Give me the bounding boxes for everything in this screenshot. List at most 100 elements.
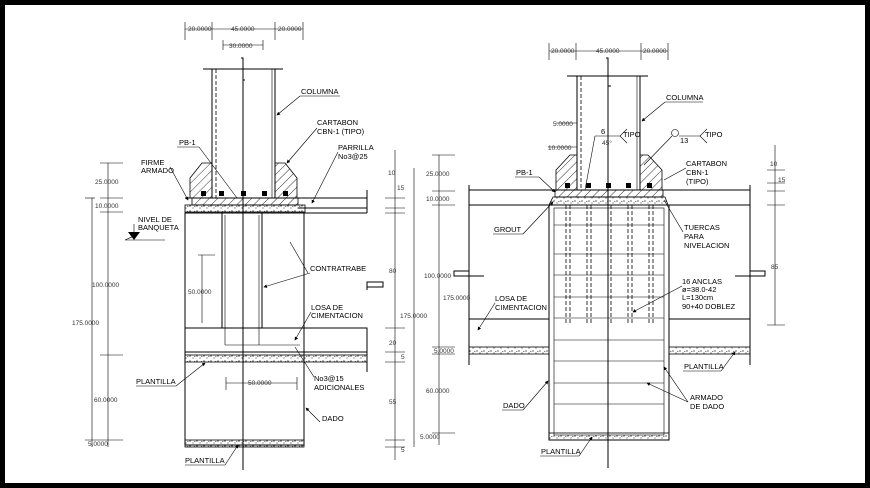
left-right-dimensions: 10 15 80 20 5 55 5 175.0000 xyxy=(385,150,427,460)
right-dado-stirrups xyxy=(554,224,664,405)
dim-r-15: 15 xyxy=(397,185,405,192)
label-anclas-length: L=130cm xyxy=(682,293,713,302)
label-para: PARA xyxy=(684,232,704,241)
dim-left-side: 20.0000 xyxy=(188,26,212,33)
right-anchors xyxy=(565,205,654,325)
dim-left-center: 45.0000 xyxy=(231,26,255,33)
left-contratrabe xyxy=(221,212,263,329)
label-r-losa: LOSA DE xyxy=(495,294,527,303)
dim-r-top-right: 20.0000 xyxy=(643,48,667,55)
label-adicionales-spec: No3@15 xyxy=(314,374,344,383)
label-parrilla: PARRILLA xyxy=(338,143,374,152)
left-gusset-right xyxy=(274,162,298,199)
label-cbn: CBN-1 (TIPO) xyxy=(317,127,365,136)
label-armado: ARMADO xyxy=(141,166,174,175)
right-detail: 20.0000 45.0000 20.0000 5.0000 10.0000 xyxy=(420,43,786,468)
label-r-columna: COLUMNA xyxy=(666,93,704,102)
dim-r-175: 175.0000 xyxy=(400,313,427,320)
label-anclas: 16 ANCLAS xyxy=(682,277,722,286)
label-adicionales: ADICIONALES xyxy=(314,383,364,392)
dim-weld-10: 10.0000 xyxy=(548,145,572,152)
label-r-plantilla: PLANTILLA xyxy=(684,362,724,371)
label-r-cartabon: CARTABON xyxy=(686,159,727,168)
label-r-dado: DADO xyxy=(503,401,525,410)
dim-rl-10: 10.0000 xyxy=(426,196,450,203)
left-plantilla xyxy=(184,354,368,363)
label-banqueta: BANQUETA xyxy=(138,223,179,232)
label-anclas-bend: 90+40 DOBLEZ xyxy=(682,302,736,311)
right-dado xyxy=(548,204,670,441)
weld-symbols: 6 45° TIPO 13 TIPO xyxy=(584,127,723,191)
label-plantilla-bottom: PLANTILLA xyxy=(185,456,225,465)
dim-rl-5: 5.0000 xyxy=(434,348,454,355)
label-r-cbn: CBN-1 xyxy=(686,168,709,177)
label-plantilla: PLANTILLA xyxy=(136,377,176,386)
right-right-dimensions: 10 15 85 xyxy=(767,145,786,326)
left-bottom-plantilla xyxy=(184,439,305,448)
dim-r-5b: 5 xyxy=(401,447,405,454)
dim-rr-15: 15 xyxy=(778,177,786,184)
dim-left-right: 20.0000 xyxy=(278,26,302,33)
label-dado: DADO xyxy=(322,414,344,423)
left-losa xyxy=(184,327,368,353)
label-r-tipo: (TIPO) xyxy=(686,177,709,186)
dim-contratrabe-height: 50.0000 xyxy=(188,289,212,296)
right-top-dimensions: 20.0000 45.0000 20.0000 5.0000 10.0000 xyxy=(548,43,669,152)
dim-r-20: 20 xyxy=(389,340,397,347)
left-top-dimensions: 20.0000 45.0000 20.0000 30.0000 xyxy=(184,22,304,50)
right-labels: COLUMNA CARTABON CBN-1 (TIPO) PB-1 GROUT… xyxy=(477,93,736,457)
weld-fillet: 13 xyxy=(680,136,688,145)
label-r-pb1: PB-1 xyxy=(516,168,533,177)
label-parrilla-spec: No3@25 xyxy=(338,152,368,161)
label-armado-dado: ARMADO xyxy=(690,393,723,402)
left-dado xyxy=(184,212,305,446)
label-losa: LOSA DE xyxy=(311,303,343,312)
label-de-dado: DE DADO xyxy=(690,402,724,411)
weld-tipo-2: TIPO xyxy=(705,130,723,139)
dim-l-5: 5.0000 xyxy=(88,441,108,448)
dim-rl-5b: 5.0000 xyxy=(420,434,440,441)
dim-r-top-left: 20.0000 xyxy=(551,48,575,55)
right-plantilla-left xyxy=(468,346,550,355)
left-bolts xyxy=(201,191,288,196)
right-plantilla-right xyxy=(668,346,751,355)
dim-l-175: 175.0000 xyxy=(72,320,99,327)
right-base-plate xyxy=(554,189,664,198)
weld-tipo-1: TIPO xyxy=(623,130,641,139)
dim-r-top-center: 45.0000 xyxy=(596,48,620,55)
dim-weld-5: 5.0000 xyxy=(553,121,573,128)
label-tuercas: TUERCAS xyxy=(684,223,720,232)
dim-r-10: 10 xyxy=(388,170,396,177)
label-pb1: PB-1 xyxy=(179,138,196,147)
label-anclas-diam: ø=38.0-42 xyxy=(682,285,716,294)
label-r-plantilla-bottom: PLANTILLA xyxy=(541,447,581,456)
dim-dado-width: 50.0000 xyxy=(248,380,272,387)
dim-l-10: 10.0000 xyxy=(95,203,119,210)
label-contratrabe: CONTRATRABE xyxy=(310,264,366,273)
left-labels: COLUMNA CARTABON CBN-1 (TIPO) PB-1 PARRI… xyxy=(124,87,374,466)
dim-rl-25: 25.0000 xyxy=(426,171,450,178)
right-grout xyxy=(548,196,669,206)
dim-l-25: 25.0000 xyxy=(95,179,119,186)
right-column xyxy=(567,57,648,468)
right-bolts xyxy=(565,183,652,188)
label-firme: FIRME xyxy=(141,158,164,167)
dim-l-100: 100.0000 xyxy=(92,282,119,289)
label-grout: GROUT xyxy=(494,225,522,234)
label-nivel: NIVEL DE xyxy=(138,215,172,224)
dim-l-60: 60.0000 xyxy=(94,397,118,404)
dim-rl-100: 100.0000 xyxy=(424,273,451,280)
left-vertical-dimensions: 25.0000 10.0000 100.0000 175.0000 60.000… xyxy=(72,162,123,448)
footing-details-drawing: 20.0000 45.0000 20.0000 30.0000 50.0000 … xyxy=(72,22,786,470)
weld-size: 6 xyxy=(601,127,605,136)
drawing-sheet: 20.0000 45.0000 20.0000 30.0000 50.0000 … xyxy=(5,5,865,483)
label-r-cimentacion: CIMENTACION xyxy=(495,303,547,312)
label-cartabon: CARTABON xyxy=(317,118,358,127)
left-base-plate xyxy=(191,197,299,206)
label-nivelacion: NIVELACION xyxy=(684,241,729,250)
dim-rl-60: 60.0000 xyxy=(426,388,450,395)
dim-r-80: 80 xyxy=(389,268,397,275)
dim-rr-85: 85 xyxy=(771,264,779,271)
left-detail: 20.0000 45.0000 20.0000 30.0000 50.0000 … xyxy=(72,22,427,470)
